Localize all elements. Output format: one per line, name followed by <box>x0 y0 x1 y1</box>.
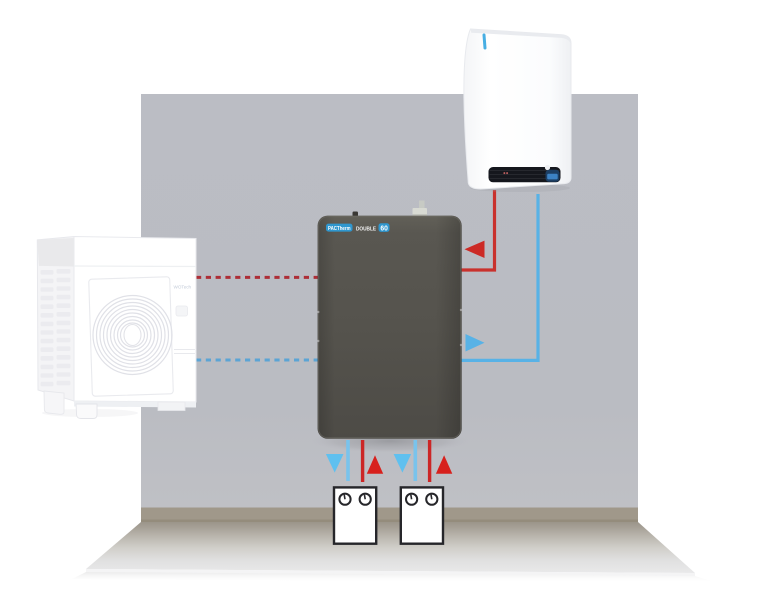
svg-text:PACTherm: PACTherm <box>328 226 351 232</box>
svg-text:WOTech: WOTech <box>174 285 192 290</box>
svg-text:60: 60 <box>380 226 388 233</box>
svg-text:●●: ●● <box>503 171 509 176</box>
svg-text:DOUBLE: DOUBLE <box>356 226 376 232</box>
